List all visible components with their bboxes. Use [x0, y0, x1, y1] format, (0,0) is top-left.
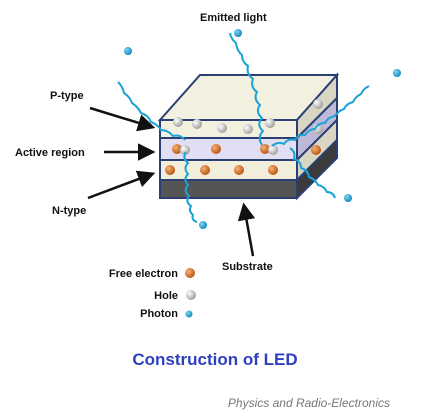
hole: [217, 123, 227, 133]
photon: [344, 194, 352, 202]
label-n-type: N-type: [52, 205, 86, 217]
electron: [200, 165, 210, 175]
legend-label-photon: Photon: [140, 308, 178, 320]
photon-icon: [185, 310, 193, 318]
photons: [117, 32, 370, 223]
electron: [268, 165, 278, 175]
hole: [268, 145, 278, 155]
substrate-layer: [159, 179, 298, 199]
label-active-region: Active region: [15, 147, 85, 159]
hole: [192, 119, 202, 129]
label-substrate: Substrate: [222, 261, 273, 273]
hole: [180, 145, 190, 155]
hole: [243, 124, 253, 134]
legend-label-free-electron: Free electron: [109, 268, 178, 280]
photon: [124, 47, 132, 55]
electron: [311, 145, 321, 155]
electron: [172, 144, 182, 154]
photon: [199, 221, 207, 229]
label-p-type: P-type: [50, 90, 84, 102]
hole-icon: [186, 290, 196, 300]
hole: [265, 118, 275, 128]
hole: [313, 99, 323, 109]
hole: [173, 117, 183, 127]
photon: [234, 29, 242, 37]
diagram-caption: Construction of LED: [132, 350, 298, 369]
label-emitted-light: Emitted light: [200, 12, 267, 24]
photon: [393, 69, 401, 77]
electron: [260, 144, 270, 154]
electron: [165, 165, 175, 175]
label-arrows: [87, 106, 256, 257]
credit-text: Physics and Radio-Electronics: [227, 396, 390, 410]
legend-label-hole: Hole: [154, 290, 178, 302]
electron: [234, 165, 244, 175]
electron: [211, 144, 221, 154]
legend: Free electron Hole Photon: [109, 268, 196, 320]
free-electron-icon: [185, 268, 195, 278]
